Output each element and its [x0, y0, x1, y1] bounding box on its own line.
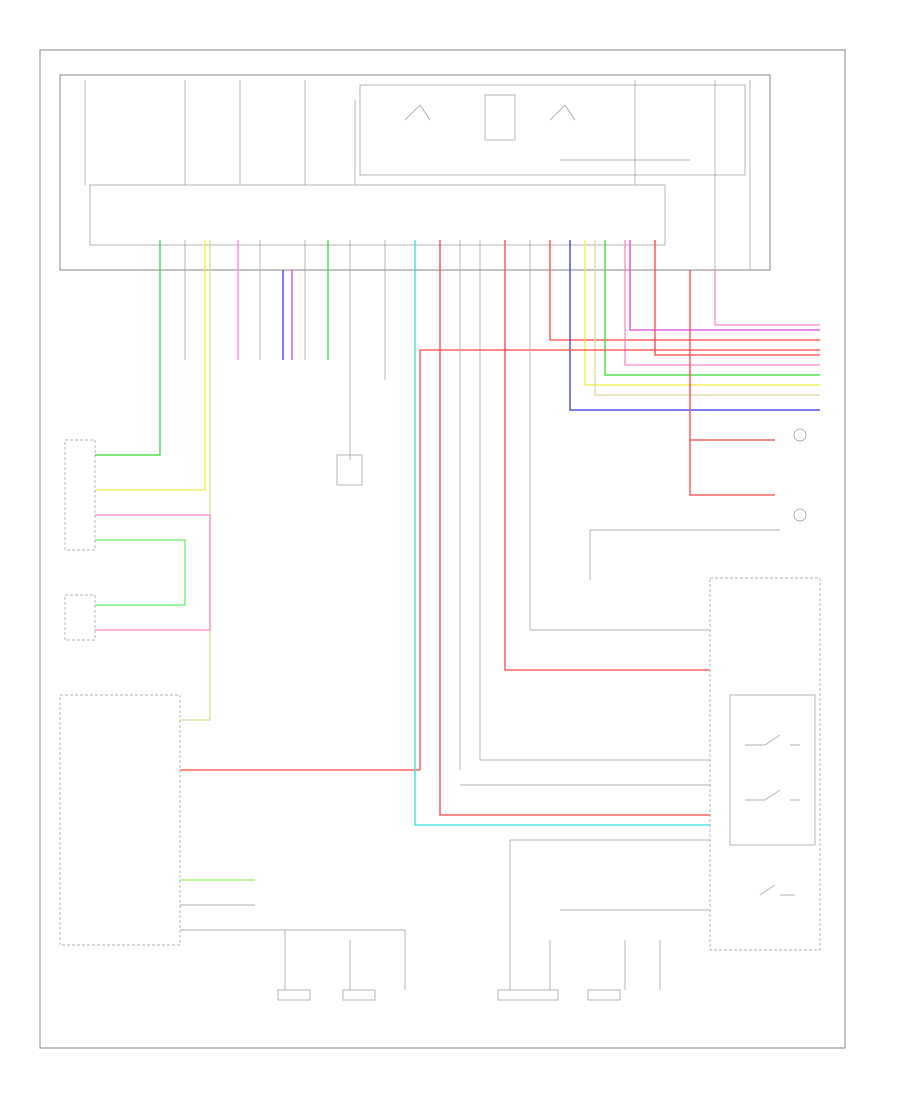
ground-connector-1 — [793, 428, 807, 442]
diagram-frame — [39, 49, 846, 1049]
wire-yellow — [95, 240, 206, 491]
wire-red-right — [504, 240, 710, 671]
bus-red-4 — [689, 440, 775, 496]
combination-meter — [59, 694, 181, 946]
wire-green — [95, 240, 161, 456]
sensor-component — [336, 454, 363, 486]
bus-pink-2 — [624, 240, 820, 366]
relay-housing — [359, 84, 746, 176]
fog-switch — [759, 884, 795, 896]
connector-bar — [89, 184, 666, 246]
bus-yellow — [584, 240, 820, 386]
bus-red-2 — [654, 240, 820, 356]
dimmer-switch-2 — [745, 789, 800, 801]
bus-blue — [569, 240, 820, 411]
ground-connector-2 — [793, 508, 807, 522]
dimmer-switch-1 — [745, 734, 800, 746]
headlight-dimmer-switch-box — [709, 577, 821, 951]
bus-pink-1 — [714, 270, 820, 326]
fuse-lines — [84, 80, 751, 270]
bottom-connectors — [277, 989, 621, 1001]
bus-magenta — [629, 240, 820, 331]
gray-wires — [180, 240, 780, 990]
light-control-switch-box — [64, 439, 96, 551]
relay-1 — [484, 94, 516, 141]
relay-switch-1 — [404, 104, 431, 121]
wire-pink — [95, 514, 211, 631]
left-harness — [95, 240, 710, 881]
wire-red-bottom — [439, 240, 710, 816]
wire-khaki — [180, 240, 211, 721]
right-bus-harness — [419, 240, 820, 770]
relay-switch-2 — [549, 104, 576, 121]
bus-red-1 — [549, 240, 820, 341]
wire-cyan — [414, 240, 710, 826]
bus-green — [604, 240, 820, 376]
headlight-switch-sub — [64, 594, 96, 641]
bus-khaki — [594, 240, 820, 396]
bus-red-main — [419, 349, 820, 770]
dimmer-switch-inner — [729, 694, 816, 846]
wire-lightgreen — [95, 539, 186, 606]
